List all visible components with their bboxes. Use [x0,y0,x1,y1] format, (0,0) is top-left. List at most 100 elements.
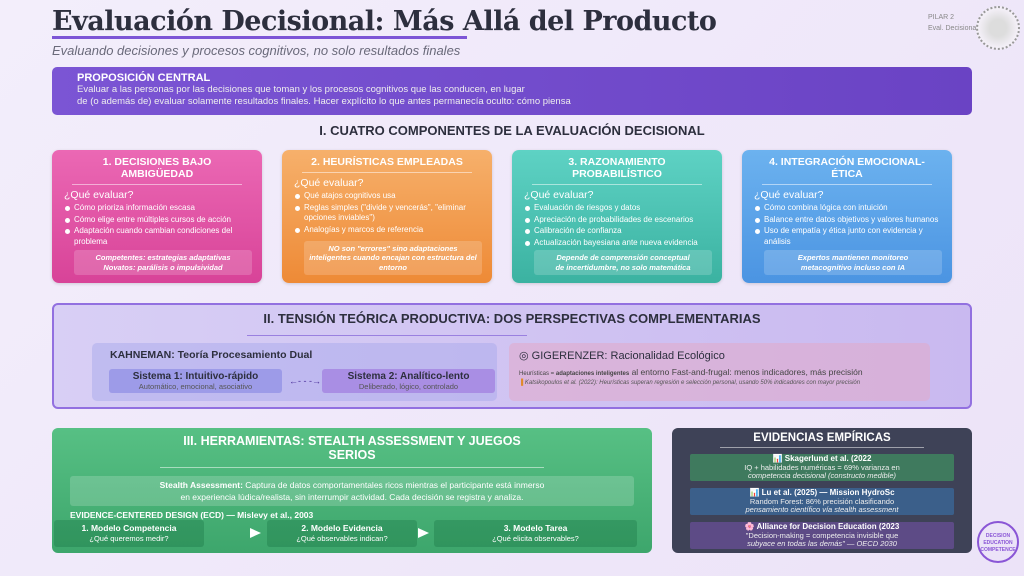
card-title: 3. RAZONAMIENTO PROBABILÍSTICO [532,156,702,185]
evidence-line: Random Forest: 86% precisión clasificand… [749,496,895,506]
badge-text: COMPETENCE [980,547,1016,553]
note-line: de incertidumbre, no solo matemática [555,262,691,272]
model-title: 1. Modelo Competencia [81,523,177,533]
note-line: Novatos: parálisis o impulsividad [103,262,223,272]
model-question: ¿Qué elicita observables? [492,534,579,543]
page-subtitle: Evaluando decisiones y procesos cognitiv… [52,43,461,58]
page-title: Evaluación Decisional: Más Allá del Prod… [52,6,717,37]
stealth-text-2: en experiencia lúdica/realista, sin inte… [180,492,524,502]
stealth-text: Captura de datos comportamentales ricos … [242,480,545,490]
section3-title: III. HERRAMIENTAS: STEALTH ASSESSMENT Y … [160,434,544,468]
card-title: 4. INTEGRACIÓN EMOCIONAL-ÉTICA [762,156,932,185]
evidence-item: 🌸 Alliance for Decision Education (2023"… [690,522,954,549]
card-bullet: Adaptación cuando cambian condiciones de… [64,226,250,247]
component-card: 1. DECISIONES BAJO AMBIGÜEDAD ¿Qué evalu… [52,150,262,283]
pilar-number: PILAR 2 [928,14,955,21]
stealth-label: Stealth Assessment: [159,480,243,490]
note-line: Expertos mantienen monitoreo [797,253,909,262]
card-bullet: Calibración de confianza [524,226,710,237]
pilar-label: PILAR 2 Eval. Decisional [928,12,978,34]
card-bullet: Qué atajos cognitivos usa [294,191,480,202]
card-bullet: Uso de empatía y ética junto con evidenc… [754,226,940,247]
model-tarea: 3. Modelo Tarea¿Qué elicita observables? [434,520,637,547]
arrow-right-icon [250,528,261,538]
note-line: metacognitivo incluso con IA [800,262,906,272]
badge-text: EDUCATION [983,540,1013,546]
evidence-line: competencia decisional (constructo medib… [748,471,896,480]
proposition-line: de (o además de) evaluar solamente resul… [77,96,571,107]
card-bullet: Analogías y marcos de referencia [294,225,480,236]
system1-title: Sistema 1: Intuitivo-rápido [132,371,259,382]
card-title: 1. DECISIONES BAJO AMBIGÜEDAD [72,156,242,185]
evidence-panel: EVIDENCIAS EMPÍRICAS 📊 Skagerlund et al.… [672,428,972,553]
heuristics-rest: al entorno Fast-and-frugal: menos indica… [629,367,863,377]
heuristics-label: Heurísticas = [519,371,556,377]
model-question: ¿Qué queremos medir? [89,534,169,543]
system2-desc: Deliberado, lógico, controlado [358,382,459,391]
badge-text: DECISION [985,533,1011,539]
component-card: 2. HEURÍSTICAS EMPLEADAS ¿Qué evaluar? Qu… [282,150,492,283]
proposition-line: Evaluar a las personas por las decisione… [77,84,525,95]
heuristics-bold: adaptaciones inteligentes [555,371,630,377]
gigerenzer-box: ◎ GIGERENZER: Racionalidad Ecológico Heu… [509,343,930,401]
system1-desc: Automático, emocional, asociativo [138,382,253,391]
card-note: NO son "errores" sino adaptaciones intel… [304,240,482,275]
card-bullet: Apreciación de probabilidades de escenar… [524,215,710,226]
model-competencia: 1. Modelo Competencia¿Qué queremos medir… [54,520,204,547]
model-title: 2. Modelo Evidencia [301,523,383,533]
pilar-subtitle: Eval. Decisional [928,25,978,32]
card-question: ¿Qué evaluar? [754,189,824,201]
model-evidencia: 2. Modelo Evidencia¿Qué observables indi… [267,520,417,547]
card-question: ¿Qué evaluar? [524,189,594,201]
evidence-line: IQ + habilidades numéricas = 69% varianz… [744,462,900,472]
system2-title: Sistema 2: Analítico-lento [347,371,470,382]
central-proposition: PROPOSICIÓN CENTRAL Evaluar a las person… [52,67,972,115]
section3-panel: III. HERRAMIENTAS: STEALTH ASSESSMENT Y … [52,428,652,553]
double-arrow-icon: ←- - -→ [289,376,321,386]
card-title: 2. HEURÍSTICAS EMPLEADAS [302,156,472,173]
kahneman-box: KAHNEMAN: Teoría Procesamiento Dual Sist… [92,343,497,401]
gigerenzer-citation: Katsikopoulos et al. (2022): Heurísticas… [524,380,861,386]
chart-icon: ▐ [519,380,525,386]
note-line: Depende de comprensión conceptual [556,253,690,262]
note-line: Competentes: estrategias adaptativas [95,253,231,262]
component-card: 4. INTEGRACIÓN EMOCIONAL-ÉTICA ¿Qué eval… [742,150,952,283]
card-bullet: Reglas simples ("divide y vencerás", "el… [294,203,480,224]
stealth-box: Stealth Assessment: Captura de datos com… [70,476,634,506]
section2-panel: II. TENSIÓN TEÓRICA PRODUCTIVA: DOS PERS… [52,303,972,409]
divider [247,335,527,336]
card-bullet: Cómo elige entre múltiples cursos de acc… [64,215,250,226]
gigerenzer-title: GIGERENZER: Racionalidad Ecológico [531,350,725,362]
card-bullet: Evaluación de riesgos y datos [524,203,710,214]
target-icon: ◎ [519,350,532,362]
evidence-title: 📊 Lu et al. (2025) — Mission HydroSc [749,488,895,497]
evidence-title: EVIDENCIAS EMPÍRICAS [720,432,924,448]
section1-title: I. CUATRO COMPONENTES DE LA EVALUACIÓN D… [319,123,705,138]
seal-logo-icon [976,6,1020,50]
evidence-title: 📊 Skagerlund et al. (2022 [772,454,872,463]
evidence-line: pensamiento científico vía stealth asses… [745,505,899,514]
kahneman-title: KAHNEMAN: Teoría Procesamiento Dual [110,349,313,361]
evidence-line: "Decision-making = competencia invisible… [745,530,899,540]
ecd-title: EVIDENCE-CENTERED DESIGN (ECD) — Mislevy… [70,510,314,520]
card-bullet: Cómo combina lógica con intuición [754,203,940,214]
arrow-right-icon [418,528,429,538]
section2-title: II. TENSIÓN TEÓRICA PRODUCTIVA: DOS PERS… [263,311,761,326]
card-question: ¿Qué evaluar? [294,177,364,189]
card-bullet: Balance entre datos objetivos y valores … [754,215,940,226]
proposition-title: PROPOSICIÓN CENTRAL [77,72,211,84]
card-bullet: Actualización bayesiana ante nueva evide… [524,238,710,249]
model-question: ¿Qué observables indican? [296,534,388,543]
card-bullet: Cómo prioriza información escasa [64,203,250,214]
note-line: NO son "errores" sino adaptaciones intel… [309,243,477,272]
title-underline [52,36,467,39]
evidence-line: subyace en todas las demás" — OECD 2030 [747,539,897,548]
component-card: 3. RAZONAMIENTO PROBABILÍSTICO ¿Qué eval… [512,150,722,283]
